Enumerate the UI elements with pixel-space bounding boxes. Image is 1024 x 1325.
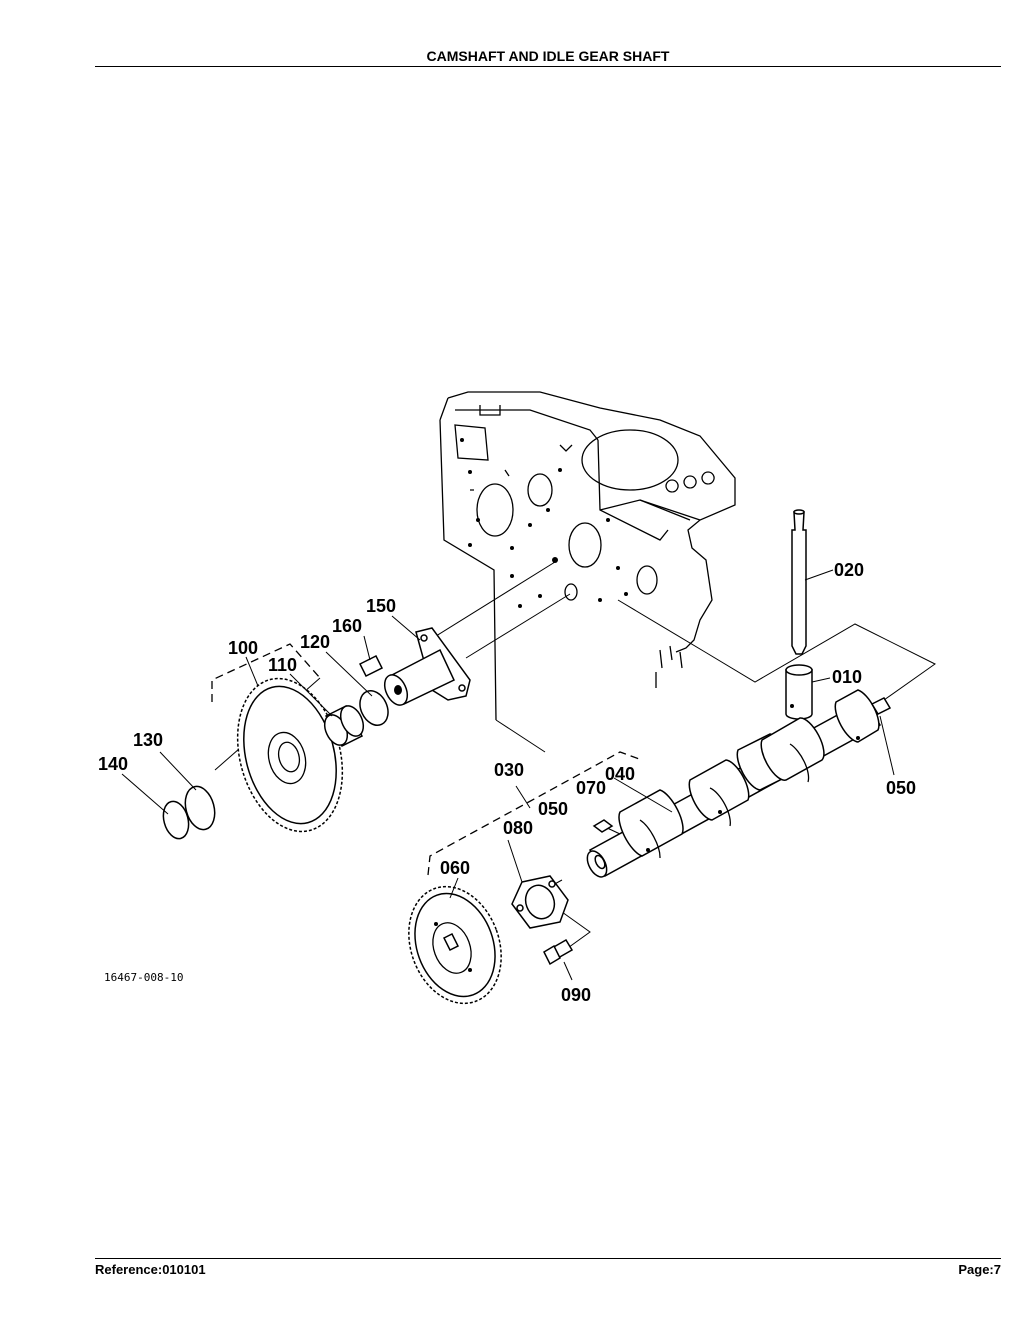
circlip-140 xyxy=(162,800,190,840)
bolt-090 xyxy=(543,938,574,966)
callout-010: 010 xyxy=(832,667,862,687)
thrust-plate xyxy=(511,875,569,929)
callout-160: 160 xyxy=(332,616,362,636)
footer-rule xyxy=(95,1258,1001,1259)
page-title: CAMSHAFT AND IDLE GEAR SHAFT xyxy=(426,48,670,64)
callout-030: 030 xyxy=(494,760,524,780)
camshaft xyxy=(586,689,882,878)
bushing-110 xyxy=(323,705,365,747)
leader-lines xyxy=(214,561,936,951)
callout-070: 070 xyxy=(576,778,606,798)
bolt-160 xyxy=(358,654,384,678)
key-070 xyxy=(592,819,614,833)
callout-150: 150 xyxy=(366,596,396,616)
page-number: Page:7 xyxy=(958,1262,1001,1277)
callout-140: 140 xyxy=(98,754,128,774)
callout-050-left: 050 xyxy=(538,799,568,819)
callout-110: 110 xyxy=(268,655,297,675)
callout-100: 100 xyxy=(228,638,258,658)
callout-080: 080 xyxy=(503,818,533,838)
drawing-code: 16467-008-10 xyxy=(104,971,183,984)
set-screw-050 xyxy=(870,697,892,715)
callout-040: 040 xyxy=(605,764,635,784)
callout-060: 060 xyxy=(440,858,470,878)
callout-120: 120 xyxy=(300,632,330,652)
callout-leaders xyxy=(121,569,895,981)
push-rod-and-tappet xyxy=(785,509,813,720)
reference-label: Reference:010101 xyxy=(95,1262,206,1277)
group-brackets xyxy=(211,643,643,876)
header-rule xyxy=(95,66,1001,67)
callout-090: 090 xyxy=(561,985,591,1005)
cam-gear xyxy=(408,885,502,1005)
callout-labels: 020 010 050 030 070 040 050 080 060 090 … xyxy=(98,560,916,1005)
callout-050-right: 050 xyxy=(886,778,916,798)
idle-gear-shaft xyxy=(383,627,471,706)
collar-120 xyxy=(359,690,389,726)
callout-020: 020 xyxy=(834,560,864,580)
idle-gear xyxy=(236,677,344,833)
callout-130: 130 xyxy=(133,730,163,750)
engine-block xyxy=(439,391,736,721)
